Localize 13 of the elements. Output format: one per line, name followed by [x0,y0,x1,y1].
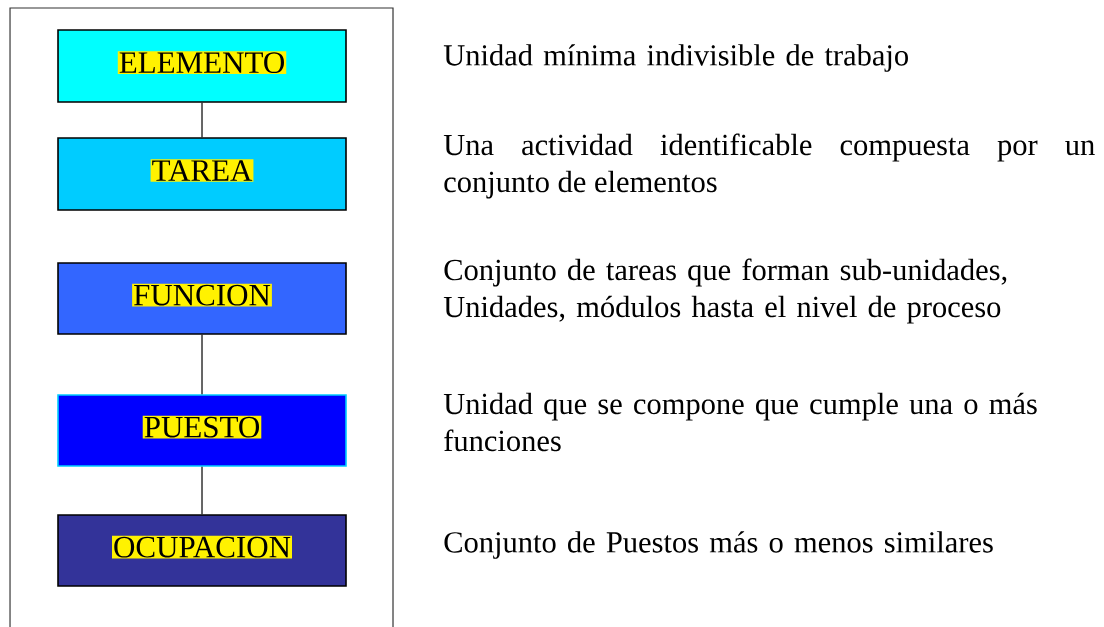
process-box: TAREA [57,137,347,211]
description-text: Una actividad identificable compuesta por un conjunto de elementos [443,133,1095,199]
description-text: Unidad que se compone que cumple una o más funciones [443,392,1037,452]
connector-line [201,334,203,395]
process-box: PUESTO [57,394,347,467]
connector-line [201,102,203,138]
process-box: FUNCION [57,262,347,335]
connector-line [201,466,203,515]
process-box: OCUPACION [57,514,347,587]
description-text: Unidad mínima indivisible de trabajo [443,44,908,72]
description-text: Conjunto de tareas que forman sub-unidades, Unidades, módulos hasta el nivel de proceso [443,258,1007,324]
description-text: Conjunto de Puestos más o menos similares [444,531,993,559]
process-box: ELEMENTO [57,29,347,103]
